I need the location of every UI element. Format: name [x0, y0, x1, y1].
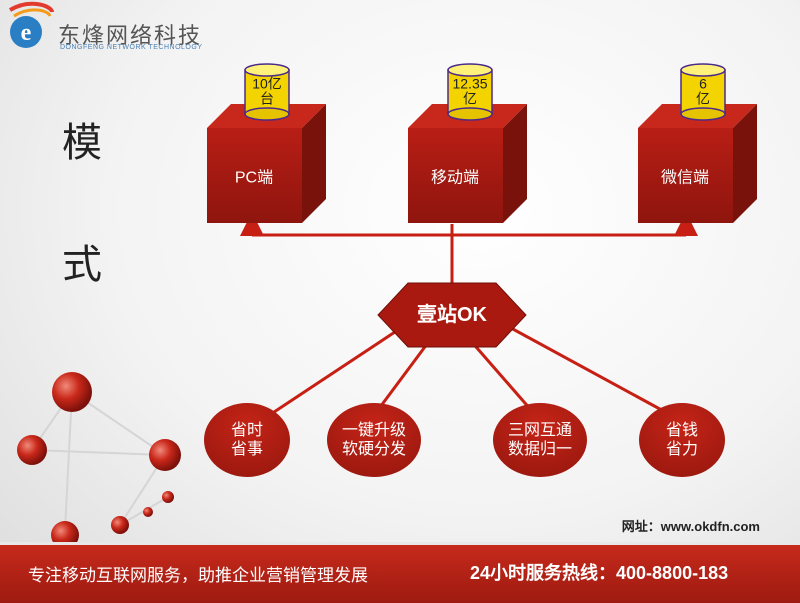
hub-hexagon: [377, 282, 527, 348]
benefit-label-4: 省钱 省力: [666, 421, 698, 459]
cylinder-mobile: [447, 63, 493, 121]
decorative-molecule: [17, 372, 181, 549]
hub-label: 壹站OK: [417, 304, 487, 326]
volume-unit-wechat: 亿: [696, 91, 710, 107]
company-name-english: DONGFENG NETWORK TECHNOLOGY: [60, 44, 203, 51]
benefit-3-line-2: 数据归一: [507, 441, 573, 458]
benefit-4-line-2: 省力: [665, 441, 699, 458]
company-logo: e: [8, 1, 54, 48]
benefit-ellipse-1: [204, 403, 290, 477]
benefit-3-line-1: 三网互通: [507, 421, 573, 439]
box-mobile: [408, 104, 527, 223]
cylinder-pc: [244, 63, 290, 121]
benefit-1-line-2: 省事: [230, 441, 264, 458]
benefit-ellipse-4: [639, 403, 725, 477]
benefit-2-line-2: 软硬分发: [341, 441, 407, 458]
box-label-wechat: 微信端: [660, 169, 710, 187]
benefit-2-line-1: 一键升级: [341, 421, 407, 439]
side-title-char-2: 式: [62, 242, 102, 288]
bottom-connectors: [261, 320, 681, 422]
benefit-label-3: 三网互通 数据归一: [508, 421, 572, 459]
benefit-ellipse-3: [493, 403, 587, 477]
volume-value-mobile: 12.35: [452, 75, 488, 92]
side-title-char-1: 模: [62, 120, 102, 166]
benefit-1-line-1: 省时: [230, 421, 264, 439]
box-wechat: [638, 104, 757, 223]
box-pc: [207, 104, 326, 223]
volume-unit-pc: 台: [259, 91, 274, 107]
top-connectors: [240, 212, 698, 283]
volume-value-wechat: 6: [699, 75, 707, 92]
website-url: 网址：www.okdfn.com: [621, 519, 760, 534]
volume-value-pc: 10亿: [252, 75, 282, 92]
benefit-label-2: 一键升级 软硬分发: [342, 421, 406, 459]
volume-label-mobile: 12.35 亿: [452, 75, 488, 108]
footer-hotline: 24小时服务热线：400-8800-183: [470, 563, 729, 583]
footer-slogan: 专注移动互联网服务，助推企业营销管理发展: [28, 566, 368, 585]
benefit-4-line-1: 省钱: [665, 421, 699, 439]
box-label-mobile: 移动端: [430, 169, 480, 187]
volume-label-wechat: 6 亿: [696, 75, 710, 108]
cylinder-wechat: [680, 63, 726, 121]
footer-banner: 专注移动互联网服务，助推企业营销管理发展 24小时服务热线：400-8800-1…: [0, 542, 800, 603]
volume-label-pc: 10亿 台: [252, 75, 282, 108]
svg-text:e: e: [21, 20, 32, 46]
benefit-ellipse-2: [327, 403, 421, 477]
box-label-pc: PC端: [234, 169, 274, 187]
benefit-label-1: 省时 省事: [231, 421, 263, 459]
volume-unit-mobile: 亿: [462, 91, 477, 107]
company-name: 东烽网络科技: [58, 24, 203, 49]
